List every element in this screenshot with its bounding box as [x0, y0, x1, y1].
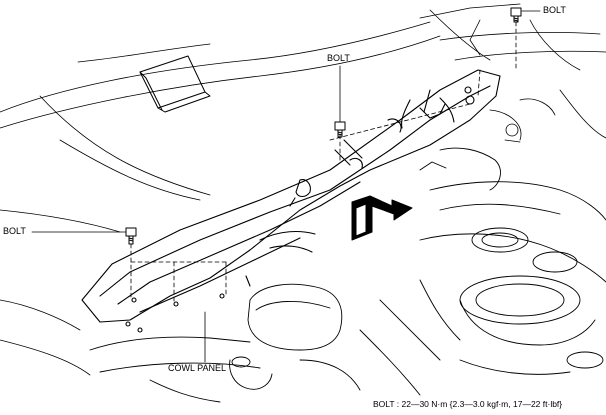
- arrow-icon: [351, 195, 413, 241]
- callout-cowl-panel: COWL PANEL: [168, 363, 227, 373]
- bolt-icon: [125, 227, 137, 245]
- engine-components: [359, 147, 606, 396]
- callout-bolt-top-center: BOLT: [327, 53, 350, 63]
- bolt-icon: [334, 121, 346, 138]
- bolt-hole-guides: [130, 21, 517, 303]
- callout-bolt-left: BOLT: [3, 226, 26, 236]
- callout-bolt-top-right: BOLT: [543, 5, 566, 15]
- cowl-panel: [81, 69, 501, 333]
- hood-latch-block: [139, 55, 211, 113]
- engine-bay-background: [0, 3, 606, 376]
- tightening-torque-note: BOLT : 22—30 N·m {2.3—3.0 kgf·m, 17—22 f…: [373, 399, 563, 409]
- bolt-icon: [510, 7, 522, 23]
- lower-components: [89, 283, 361, 403]
- callout-leaders: [31, 10, 541, 363]
